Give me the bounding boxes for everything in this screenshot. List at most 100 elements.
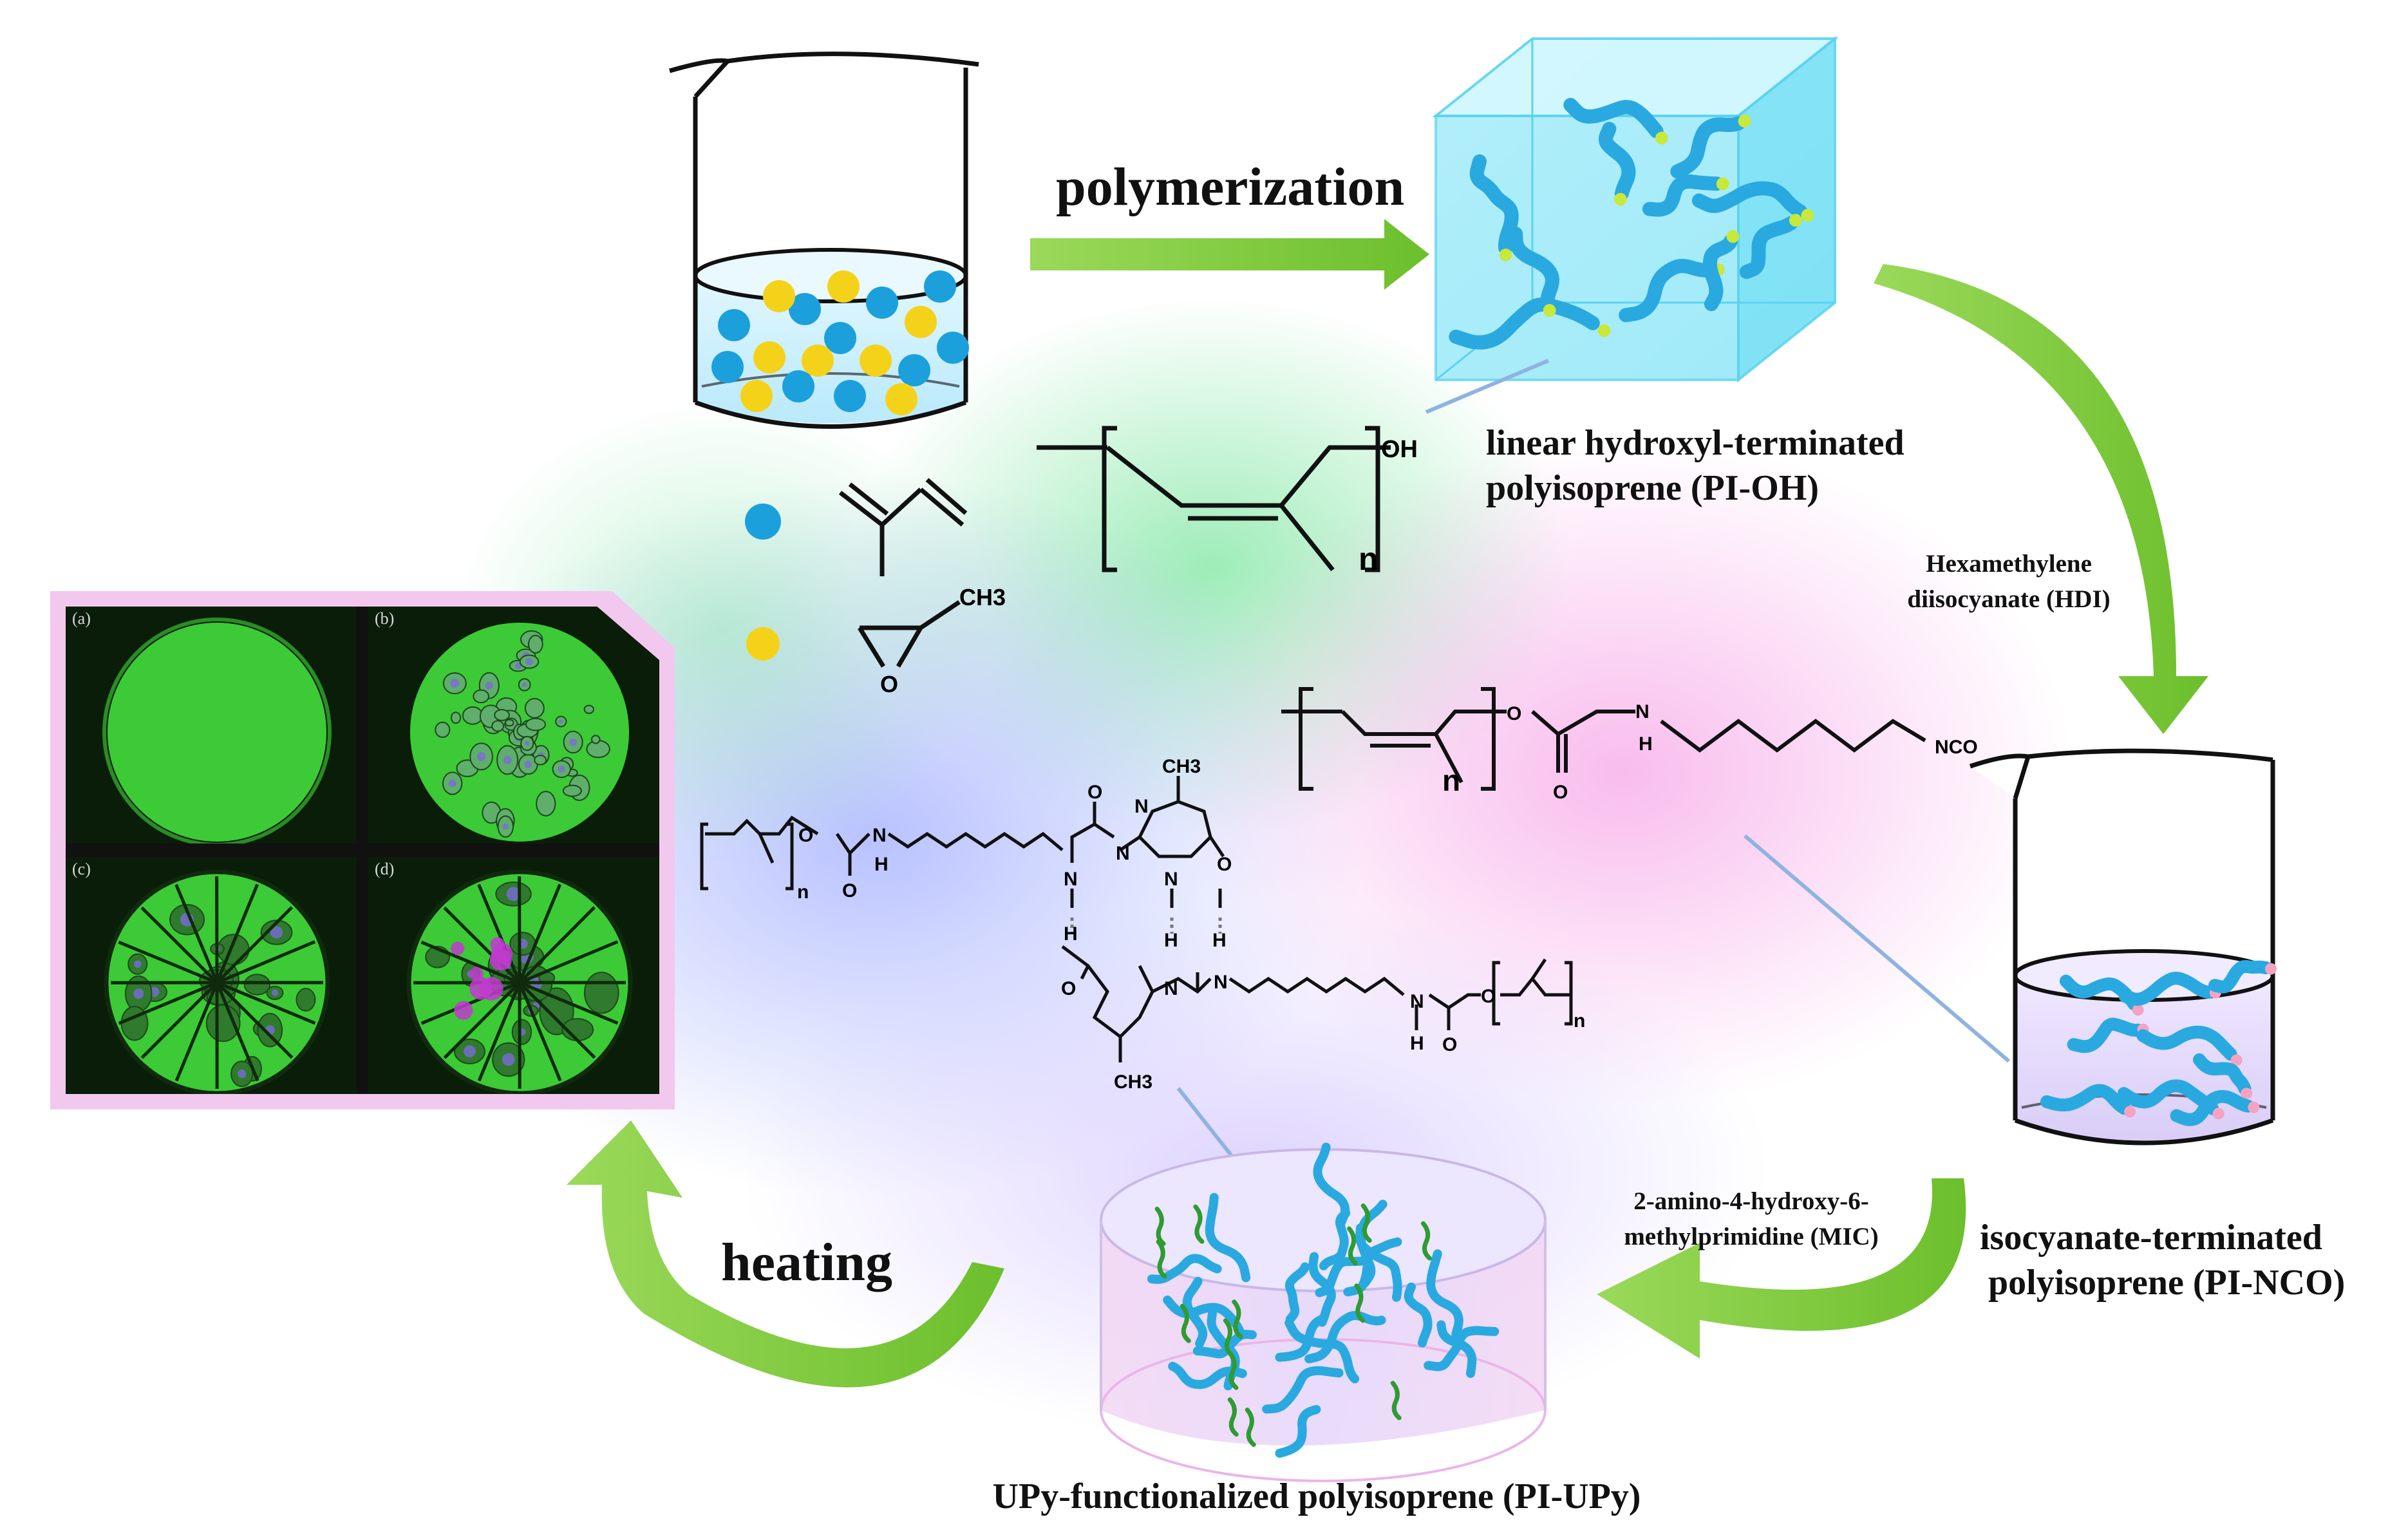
isoprene-unit bbox=[924, 270, 956, 303]
crack bbox=[216, 981, 294, 1059]
isoprene-unit bbox=[789, 293, 821, 325]
pi-oh-chain bbox=[1469, 154, 1519, 255]
upy-ch3-bottom: CH3 bbox=[1114, 1071, 1152, 1093]
isoprene-unit bbox=[711, 351, 744, 383]
pi-oh-structure bbox=[1037, 426, 1391, 572]
nco-n: N bbox=[1635, 701, 1650, 722]
pi-upy-chain bbox=[1262, 1366, 1344, 1414]
phase-spot bbox=[502, 1053, 515, 1066]
mic-label-2: methylprimidine (MIC) bbox=[1624, 1223, 1879, 1250]
pi-nco-label-1: isocyanate-terminated bbox=[1980, 1218, 2322, 1258]
micrograph-grid: (a) (b) (c) (d) bbox=[66, 607, 659, 1094]
upy-crosslink bbox=[1360, 1203, 1372, 1243]
mic-arrow bbox=[1597, 1178, 1966, 1359]
domain bbox=[536, 791, 556, 816]
domain bbox=[494, 709, 510, 721]
micrograph-label-b: (b) bbox=[375, 609, 395, 628]
upy-crosslink bbox=[1347, 1226, 1358, 1266]
beaker-pi-nco bbox=[1969, 748, 2275, 1146]
crack bbox=[477, 883, 522, 983]
pi-upy-chain bbox=[1343, 1237, 1402, 1297]
pi-upy-chains bbox=[1147, 1142, 1500, 1458]
micrograph-label-a: (a) bbox=[72, 609, 91, 628]
upy-crosslink bbox=[1232, 1299, 1243, 1339]
pi-upy-chain bbox=[1205, 1193, 1251, 1283]
pi-nco-chain bbox=[2118, 972, 2215, 1006]
propylene-oxide-sphere bbox=[746, 627, 780, 661]
pi-nco-chain bbox=[2170, 1089, 2255, 1126]
phase-spot bbox=[559, 719, 563, 724]
crack bbox=[118, 940, 218, 985]
domain bbox=[243, 974, 271, 995]
crack bbox=[140, 906, 218, 984]
epoxide-unit bbox=[885, 383, 917, 415]
pi-oh-chain-end bbox=[1655, 131, 1668, 145]
magenta-spot bbox=[489, 948, 512, 971]
upy-crosslink bbox=[1227, 1350, 1239, 1390]
crack bbox=[443, 906, 521, 984]
crack bbox=[215, 982, 259, 1082]
phase-spot bbox=[270, 926, 283, 939]
hdi-arrow bbox=[1874, 264, 2208, 734]
upy-crosslink bbox=[1354, 1283, 1366, 1323]
pi-nco-chain-end bbox=[2241, 1088, 2253, 1100]
domain bbox=[590, 735, 601, 744]
magenta-spot bbox=[490, 937, 505, 952]
upy-n5: N bbox=[1164, 869, 1178, 890]
upy-n3: N bbox=[1116, 843, 1130, 864]
upy-crosslink bbox=[1156, 1239, 1167, 1279]
phase-spot bbox=[133, 988, 144, 999]
upy-crosslink bbox=[1180, 1303, 1191, 1343]
epoxide-unit bbox=[740, 380, 773, 412]
isoprene-sphere bbox=[745, 504, 781, 540]
pi-nco-chain bbox=[2040, 1084, 2131, 1115]
upy-o4: O bbox=[1217, 854, 1232, 875]
phase-spot bbox=[238, 1070, 247, 1079]
upy-h1: H bbox=[874, 854, 889, 875]
magenta-spot bbox=[469, 977, 493, 1000]
crack bbox=[215, 883, 259, 983]
polymerization-label: polymerization bbox=[1056, 157, 1405, 217]
upy-o7: O bbox=[1442, 1034, 1457, 1055]
phase-spot bbox=[503, 755, 512, 764]
isoprene-unit bbox=[782, 370, 814, 402]
upy-n-subscript-right: n bbox=[1574, 1010, 1585, 1032]
upy-crosslink bbox=[1390, 1381, 1402, 1420]
crack bbox=[216, 906, 294, 984]
isoprene-unit bbox=[718, 309, 750, 341]
domain bbox=[435, 721, 451, 738]
pi-upy-chain bbox=[1313, 1142, 1350, 1229]
pi-oh-chain bbox=[1691, 181, 1807, 219]
pi-oh-chain bbox=[1509, 227, 1559, 312]
nco-h: H bbox=[1639, 733, 1653, 755]
pi-nco-chain bbox=[2136, 1025, 2237, 1061]
micrograph-label-d: (d) bbox=[375, 860, 395, 878]
phase-spot bbox=[524, 760, 532, 768]
pi-oh-n-subscript: n bbox=[1359, 541, 1378, 577]
pi-nco-chain bbox=[2208, 960, 2273, 994]
nco-o: O bbox=[1507, 703, 1521, 724]
phase-spot bbox=[448, 779, 456, 787]
crack bbox=[477, 982, 522, 1082]
isoprene-unit bbox=[898, 354, 930, 386]
upy-h2: H bbox=[1064, 923, 1078, 945]
micrograph-b: (b) bbox=[368, 607, 659, 844]
upy-o1: O bbox=[798, 825, 813, 846]
micrograph-d: (d) bbox=[368, 857, 659, 1094]
domain bbox=[527, 634, 543, 654]
heating-arrow bbox=[567, 1120, 1004, 1388]
pi-oh-chain-end bbox=[1789, 214, 1802, 227]
upy-crosslink bbox=[1193, 1204, 1205, 1244]
upy-o5: O bbox=[1061, 978, 1076, 999]
isoprene-unit bbox=[866, 287, 898, 319]
magenta-spot bbox=[451, 941, 465, 956]
upy-h4: H bbox=[1212, 930, 1227, 951]
pi-nco-chain-end bbox=[2248, 1101, 2260, 1113]
phase-spot bbox=[133, 960, 142, 968]
pi-nco-structure bbox=[1281, 687, 1926, 791]
upy-n1: N bbox=[872, 825, 887, 846]
pi-upy-chain bbox=[1426, 1249, 1463, 1339]
pi-upy-label: UPy-functionalized polyisoprene (PI-UPy) bbox=[992, 1476, 1641, 1516]
upy-n-subscript-left: n bbox=[797, 882, 809, 903]
pi-oh-chain bbox=[1598, 122, 1636, 201]
